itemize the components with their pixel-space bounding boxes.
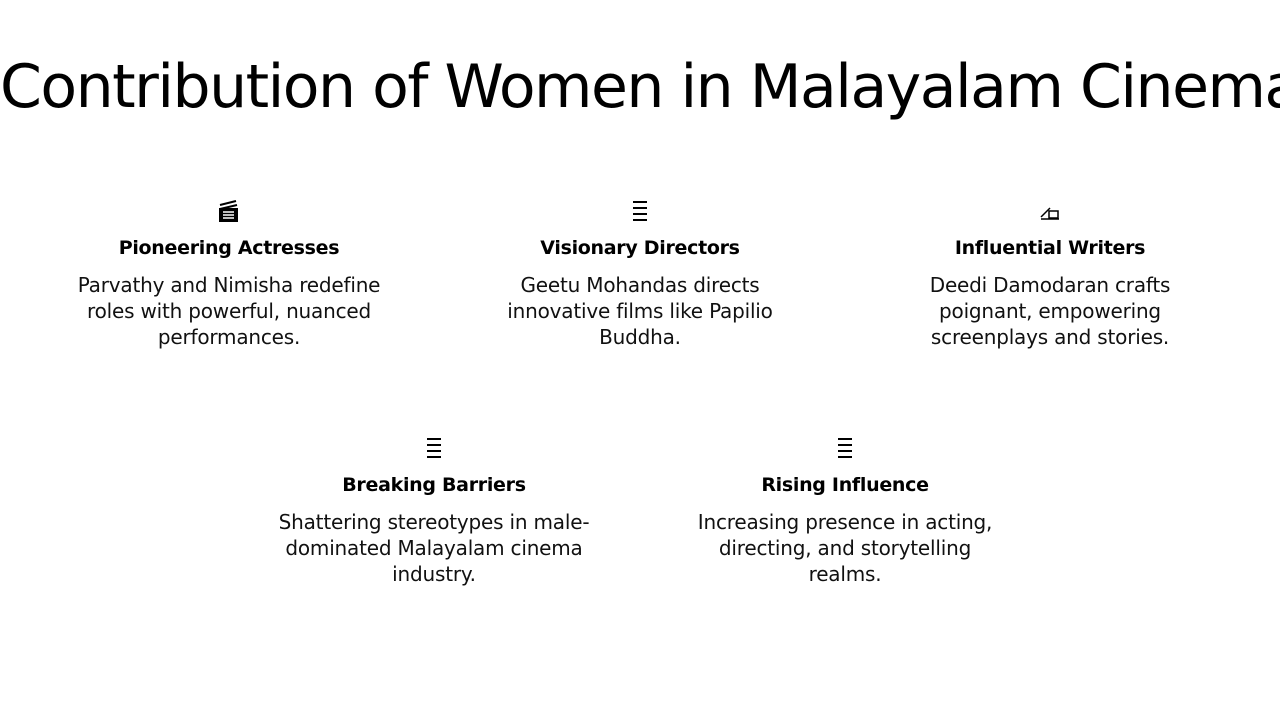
card-visionary-directors: Visionary Directors Geetu Mohandas direc… bbox=[475, 196, 805, 350]
card-description: Geetu Mohandas directs innovative films … bbox=[507, 273, 773, 349]
slide-title: Contribution of Women in Malayalam Cinem… bbox=[0, 52, 1280, 122]
card-breaking-barriers: Breaking Barriers Shattering stereotypes… bbox=[269, 433, 599, 587]
card-heading: Influential Writers bbox=[954, 237, 1146, 259]
list-lines-icon bbox=[269, 433, 599, 463]
card-description: Deedi Damodaran crafts poignant, empower… bbox=[929, 273, 1171, 349]
card-influential-writers: Influential Writers Deedi Damodaran craf… bbox=[885, 196, 1215, 350]
card-description: Parvathy and Nimisha redefine roles with… bbox=[77, 273, 381, 349]
card-description: Increasing presence in acting, directing… bbox=[697, 510, 993, 586]
list-lines-icon bbox=[680, 433, 1010, 463]
card-rising-influence: Rising Influence Increasing presence in … bbox=[680, 433, 1010, 587]
writing-hand-icon bbox=[885, 196, 1215, 226]
clapperboard-icon bbox=[64, 196, 394, 226]
card-heading: Breaking Barriers bbox=[342, 474, 526, 496]
card-heading: Rising Influence bbox=[761, 474, 929, 496]
card-heading: Pioneering Actresses bbox=[118, 237, 340, 259]
card-heading: Visionary Directors bbox=[540, 237, 740, 259]
card-description: Shattering stereotypes in male-dominated… bbox=[278, 510, 590, 586]
list-lines-icon bbox=[475, 196, 805, 226]
card-pioneering-actresses: Pioneering Actresses Parvathy and Nimish… bbox=[64, 196, 394, 350]
